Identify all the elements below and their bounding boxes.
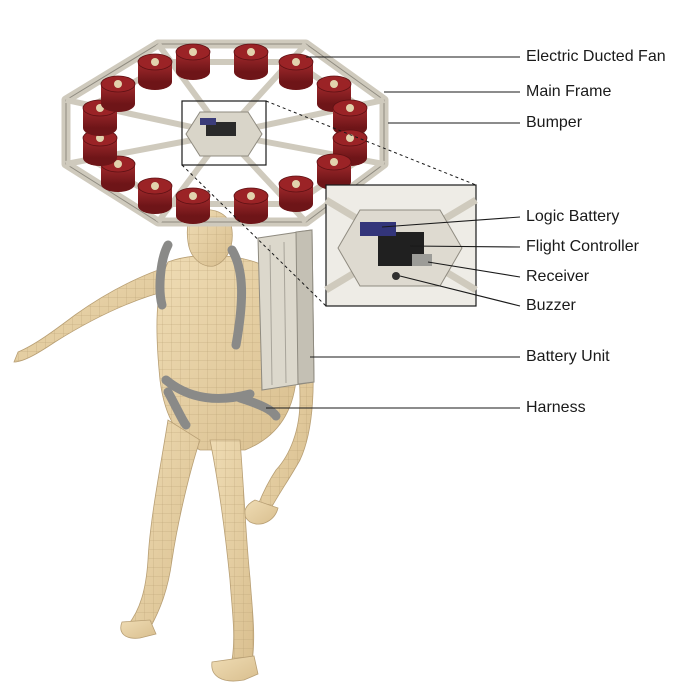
detail-inset bbox=[181, 100, 478, 307]
ducted-fan bbox=[316, 75, 352, 112]
ducted-fan bbox=[175, 43, 211, 80]
label-harness: Harness bbox=[526, 399, 586, 416]
buzzer-part bbox=[392, 272, 400, 280]
ducted-fan bbox=[233, 187, 269, 224]
ducted-fan bbox=[316, 153, 352, 190]
label-logic-battery: Logic Battery bbox=[526, 208, 620, 225]
leader-lines bbox=[266, 56, 521, 409]
ducted-fan bbox=[233, 43, 269, 80]
label-battery-unit: Battery Unit bbox=[526, 348, 610, 365]
ducted-fan bbox=[278, 175, 314, 212]
ducted-fan bbox=[175, 187, 211, 224]
logic-battery-pack bbox=[360, 222, 396, 236]
label-bumper: Bumper bbox=[526, 114, 583, 131]
ducted-fan bbox=[332, 99, 368, 136]
label-main-frame: Main Frame bbox=[526, 83, 612, 100]
ducted-fan bbox=[100, 75, 136, 112]
ducted-fan bbox=[332, 129, 368, 166]
label-flight-controller: Flight Controller bbox=[526, 238, 639, 255]
label-buzzer: Buzzer bbox=[526, 297, 576, 314]
ducted-fan bbox=[137, 53, 173, 90]
label-electric-ducted-fan: Electric Ducted Fan bbox=[526, 48, 666, 65]
battery-unit bbox=[257, 229, 315, 391]
receiver-module bbox=[412, 254, 432, 266]
ducted-fan bbox=[278, 53, 314, 90]
label-receiver: Receiver bbox=[526, 268, 590, 285]
ducted-fan-array bbox=[82, 43, 368, 224]
ducted-fan bbox=[82, 99, 118, 136]
harness bbox=[155, 240, 281, 430]
ducted-fan bbox=[137, 177, 173, 214]
